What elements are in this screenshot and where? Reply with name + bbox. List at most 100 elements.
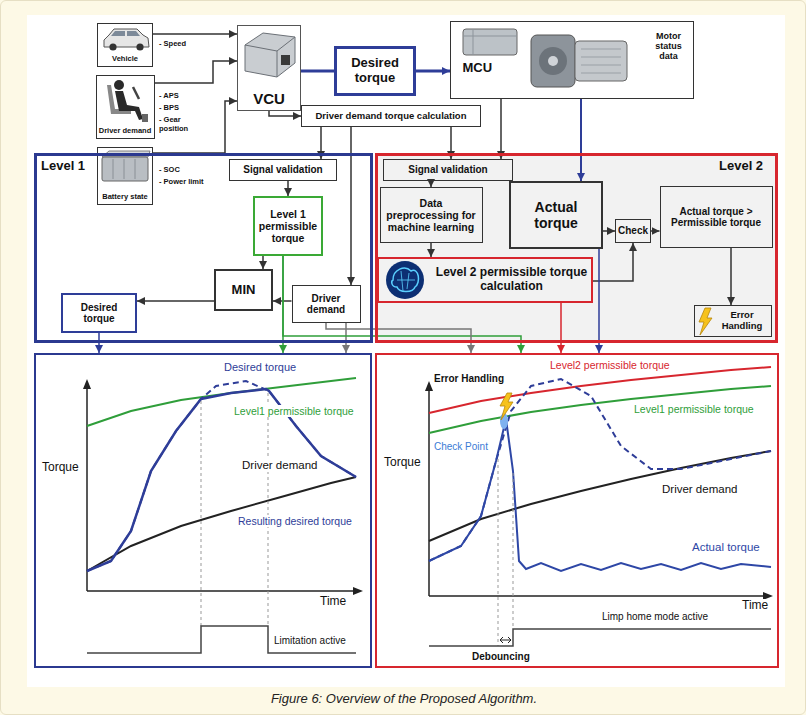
signal-name: - BPS (159, 103, 179, 112)
node-text: Signal validation (408, 164, 487, 176)
signal-name: - Power limit (159, 177, 204, 186)
car-window (111, 31, 140, 36)
connector (651, 230, 660, 232)
node-label: Motor status data (647, 31, 691, 62)
gearbox-housing (575, 41, 627, 81)
limit-box: Level 1 permissible torque (253, 196, 323, 256)
connector (500, 99, 502, 159)
chart-panel: TorqueDesired torqueLevel1 permissible t… (34, 353, 372, 668)
brain-detail (397, 271, 415, 291)
node-label: Torque (41, 461, 80, 475)
node-text: Driver demand torque calculation (316, 111, 467, 122)
node-label: Time (741, 599, 769, 613)
min-box: MIN (214, 269, 273, 311)
node-label: Limitation active (273, 635, 347, 647)
node-label: Level 2 (719, 159, 763, 174)
connector (598, 249, 600, 353)
connector (430, 243, 432, 257)
figure-ground (27, 15, 785, 687)
x-axis (87, 590, 355, 592)
node-text: Level 2 permissible torque calculation (435, 266, 588, 294)
actual-curve (429, 419, 771, 571)
brain-outline (392, 268, 419, 291)
signal-name: - SOC (159, 165, 180, 174)
node-text: Driver demand (296, 293, 357, 316)
node-text: Battery state (102, 193, 147, 202)
level2-ground (375, 153, 778, 343)
node-label: Time (319, 595, 347, 609)
inverter-icon (463, 29, 517, 55)
node-text: Actual torque (514, 199, 598, 231)
node-label: Limp home mode active (601, 611, 709, 623)
connector (326, 323, 471, 353)
connector (560, 303, 562, 353)
node-text: Level 1 permissible torque (258, 208, 318, 244)
node-text: Error Handling (715, 310, 769, 332)
source-box: Driver demand (96, 75, 155, 139)
axis-arrow (83, 379, 91, 389)
node-label: MCU (463, 61, 493, 76)
process-box: Signal validation (383, 159, 513, 181)
level-panel: Level 2 Signal validationData preprocessi… (375, 153, 778, 343)
node-label: Driver demand (661, 483, 738, 496)
connector (262, 256, 264, 269)
node-label: Actual torque (691, 541, 761, 554)
node-text: Data preprocessing for machine learning (384, 197, 479, 233)
node-label: Level 1 (41, 159, 85, 174)
controller-box: VCU (237, 25, 301, 111)
connector (350, 127, 352, 285)
connector (155, 61, 238, 83)
node-text: VCU (253, 90, 285, 107)
desired-curve (429, 379, 771, 561)
signal-box: Desired torque (334, 46, 416, 96)
node-label: Level1 permissible torque (633, 403, 755, 415)
node-label: Resulting desired torque (237, 515, 353, 527)
node-label: Level1 permissible torque (233, 405, 355, 417)
figure-caption: Figure 6: Overview of the Proposed Algor… (1, 691, 806, 706)
connector (580, 99, 582, 181)
resulting-curve (87, 389, 356, 571)
signal-box: Actual torque (509, 181, 603, 249)
signal-name: - APS (159, 91, 179, 100)
ml-box: Level 2 permissible torque calculation (377, 257, 593, 303)
ecu-housing (245, 33, 295, 77)
output-box: Desired torque (61, 293, 137, 333)
connector (153, 33, 237, 35)
battery-pack (102, 157, 148, 181)
controller-box: MCU Motor status data (450, 21, 694, 99)
node-text: MIN (232, 283, 256, 298)
connector (98, 333, 100, 353)
process-box: Data preprocessing for machine learning (380, 187, 483, 243)
y-axis (428, 385, 430, 596)
node-label: Error Handling (433, 373, 505, 385)
demand-curve (87, 477, 356, 571)
permissible-curve (87, 378, 356, 426)
connector (603, 230, 615, 232)
node-text: Desired torque (340, 56, 410, 86)
connector (730, 248, 732, 305)
marker-lines (498, 459, 513, 646)
node-label: Level2 permissible torque (549, 359, 671, 371)
driver-body (115, 91, 143, 120)
process-box: Signal validation (229, 159, 337, 181)
limp-signal (429, 629, 771, 646)
condition-box: Actual torque > Permissible torque (660, 186, 773, 248)
connector (301, 70, 334, 73)
node-text: Vehicle (112, 55, 138, 64)
node-text: Desired torque (66, 302, 132, 325)
check-box: Check (615, 219, 651, 243)
motor-face (539, 47, 567, 75)
error-box: Error Handling (694, 305, 772, 337)
chart-panel: TorqueLevel2 permissible torqueLevel1 pe… (375, 353, 779, 668)
motor-shaft (548, 56, 558, 66)
node-text: Check (618, 225, 648, 237)
marker-lines (201, 393, 268, 626)
debounce-arrow (500, 637, 511, 643)
source-box: Vehicle (97, 23, 153, 67)
connector (137, 300, 214, 302)
